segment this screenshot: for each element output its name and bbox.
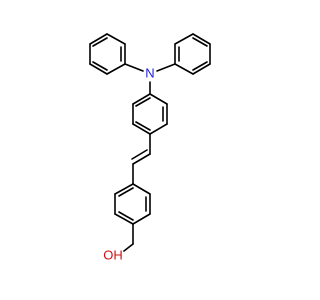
aromatic-bond xyxy=(192,37,208,47)
bond xyxy=(132,183,151,195)
nitrogen-atom-label: N xyxy=(145,66,154,81)
left-phenyl-ring xyxy=(89,33,126,75)
bond xyxy=(114,183,134,195)
aromatic-bond xyxy=(135,121,151,131)
bond xyxy=(192,63,211,75)
aromatic-bond xyxy=(192,61,208,71)
right-phenyl-ring xyxy=(174,33,211,75)
double-bond-inner xyxy=(131,149,148,160)
hydroxyl-atom-label: OH xyxy=(103,248,123,263)
aromatic-bond xyxy=(92,61,108,71)
bond xyxy=(174,33,194,45)
vinylene-linker xyxy=(131,133,151,185)
bond xyxy=(132,93,151,105)
middle-phenyl-ring xyxy=(132,93,168,135)
bond xyxy=(149,123,168,135)
bond xyxy=(89,33,108,45)
aromatic-bond xyxy=(92,37,108,47)
bond xyxy=(132,213,151,225)
bond xyxy=(149,93,168,105)
lower-phenyl-ring xyxy=(114,183,151,225)
bond xyxy=(89,63,108,75)
double-bond xyxy=(132,153,151,165)
bond xyxy=(114,213,134,225)
bond xyxy=(192,33,211,45)
bond xyxy=(132,123,151,135)
bond-n-left-phenyl xyxy=(124,63,144,72)
bond xyxy=(106,63,126,75)
bond xyxy=(106,33,126,45)
bond xyxy=(174,63,194,75)
bond-n-right-phenyl xyxy=(156,63,176,72)
aromatic-bond xyxy=(135,97,151,107)
molecule-structure-diagram: N OH xyxy=(89,33,211,263)
hydroxymethyl-group: OH xyxy=(103,223,134,263)
aromatic-bond xyxy=(118,187,134,197)
bond-c-o xyxy=(123,243,134,252)
aromatic-bond xyxy=(118,211,134,221)
